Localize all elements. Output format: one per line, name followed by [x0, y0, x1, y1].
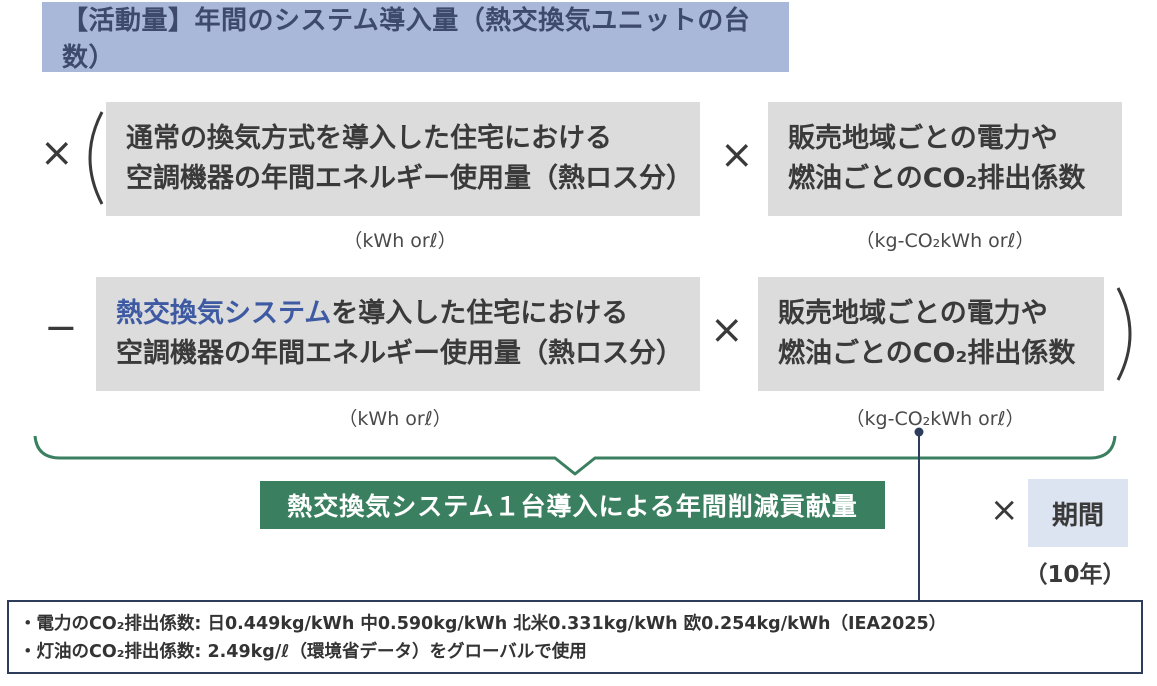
highlight-text: 熱交換気システム [116, 298, 332, 329]
baseline-energy-box: 通常の換気方式を導入した住宅における 空調機器の年間エネルギー使用量（熱ロス分） [106, 102, 700, 216]
close-paren [1116, 287, 1132, 381]
heat-exchange-energy-line2: 空調機器の年間エネルギー使用量（熱ロス分） [116, 338, 683, 369]
period-years: （10年） [1024, 562, 1126, 588]
times-operator: × [710, 307, 744, 353]
minus-operator: − [44, 305, 78, 351]
unit-label: （kg-CO₂kWh orℓ） [845, 408, 1025, 430]
heat-exchange-energy-line1: 熱交換気システムを導入した住宅における [116, 294, 700, 334]
brace-connector [33, 435, 1117, 476]
note-line-kerosene: ・灯油のCO₂排出係数: 2.49kg/ℓ（環境省データ）をグローバルで使用 [19, 642, 587, 662]
emission-factor-line2: 燃油ごとのCO₂排出係数 [788, 163, 1086, 194]
annual-reduction-result: 熱交換気システム１台導入による年間削減貢献量 [260, 481, 885, 529]
emission-factor-box: 販売地域ごとの電力や 燃油ごとのCO₂排出係数 [758, 277, 1104, 391]
baseline-energy-line2: 空調機器の年間エネルギー使用量（熱ロス分） [126, 163, 693, 194]
note-line-electricity: ・電力のCO₂排出係数: 日0.449kg/kWh 中0.590kg/kWh 北… [19, 614, 947, 634]
unit-label: （kWh orℓ） [343, 230, 457, 252]
period-box: 期間 [1028, 479, 1128, 547]
times-operator: × [40, 130, 74, 176]
emission-factor-line1: 販売地域ごとの電力や [778, 298, 1048, 329]
emission-factor-line1: 販売地域ごとの電力や [788, 123, 1058, 154]
open-paren [88, 111, 104, 205]
times-operator: × [720, 132, 754, 178]
line-rest: を導入した住宅における [331, 298, 629, 329]
times-operator: × [990, 490, 1019, 530]
heat-exchange-energy-box: 熱交換気システムを導入した住宅における 空調機器の年間エネルギー使用量（熱ロス分… [96, 277, 700, 391]
activity-title: 【活動量】年間のシステム導入量（熱交換気ユニットの台数） [42, 2, 789, 73]
unit-label: （kg-CO₂kWh orℓ） [855, 230, 1035, 252]
baseline-energy-line1: 通常の換気方式を導入した住宅における [126, 123, 612, 154]
note-pointer-line [914, 427, 924, 602]
unit-label: （kWh orℓ） [338, 408, 452, 430]
emission-factor-box: 販売地域ごとの電力や 燃油ごとのCO₂排出係数 [768, 102, 1122, 216]
emission-factor-line2: 燃油ごとのCO₂排出係数 [778, 338, 1076, 369]
emission-factor-notes: ・電力のCO₂排出係数: 日0.449kg/kWh 中0.590kg/kWh 北… [7, 600, 1143, 674]
